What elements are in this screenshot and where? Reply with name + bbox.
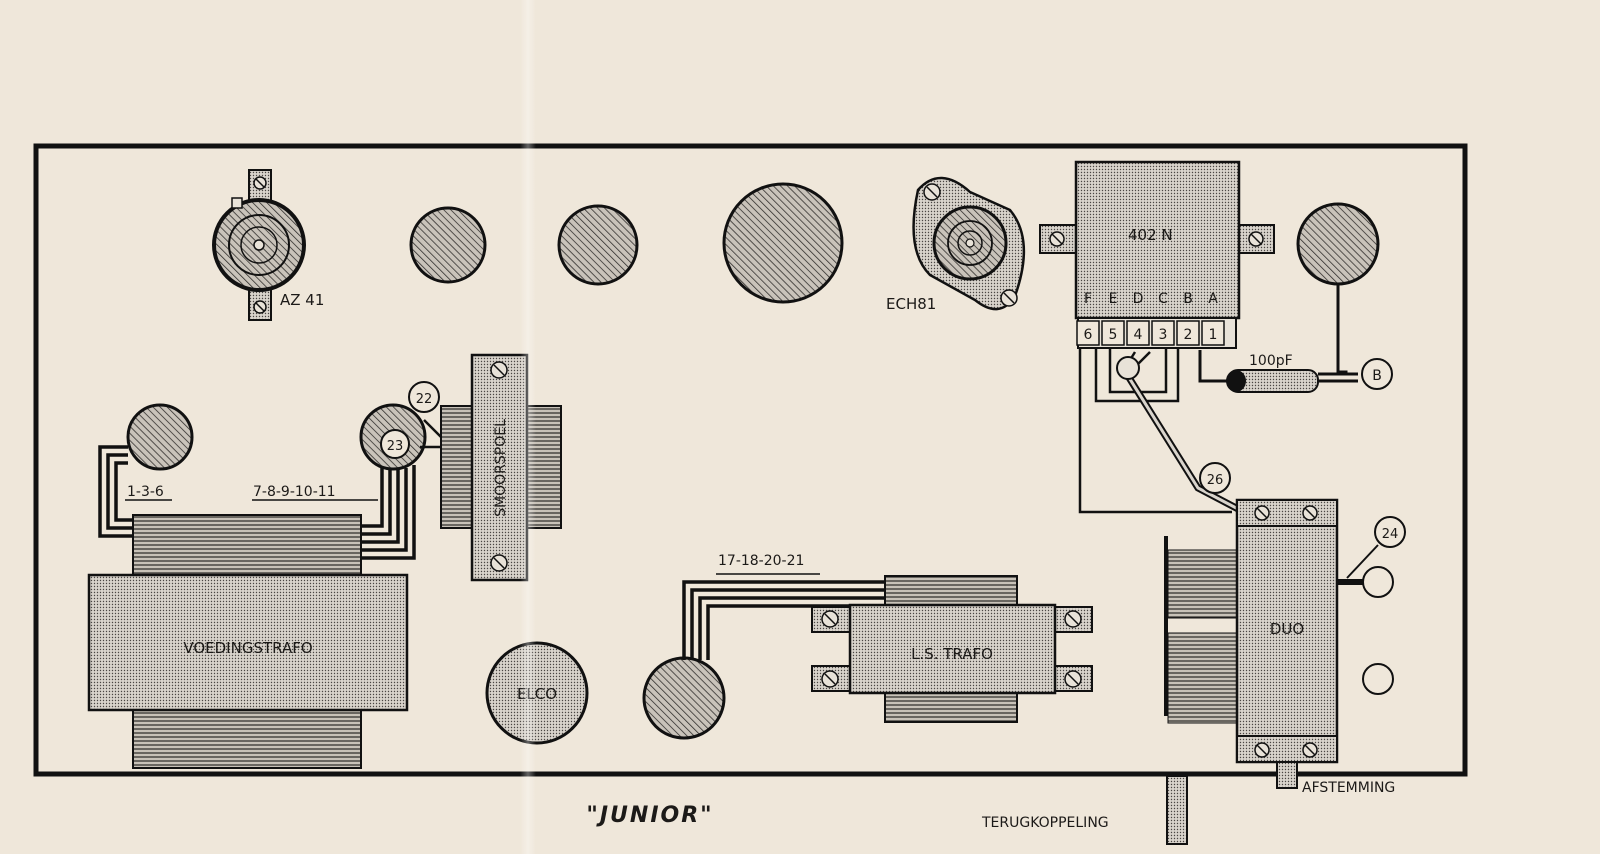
coil-pin-slot bbox=[1126, 320, 1150, 346]
coil-letter: B bbox=[1183, 291, 1193, 307]
capacitor-label: 100pF bbox=[1249, 353, 1293, 369]
wire-bundle-7-11 bbox=[359, 465, 416, 560]
coil-letter: A bbox=[1208, 291, 1218, 307]
coil-letter: F bbox=[1084, 291, 1092, 307]
coil-letter: D bbox=[1133, 291, 1144, 307]
smoothing-choke bbox=[440, 353, 562, 582]
chassis-hole bbox=[126, 403, 194, 471]
chassis-hole bbox=[409, 206, 487, 284]
wire-24-leader bbox=[1346, 544, 1379, 579]
wire-bundle-17-21 bbox=[682, 580, 885, 660]
coil-letter: C bbox=[1158, 291, 1168, 307]
feedback-label: TERUGKOPPELING bbox=[981, 815, 1109, 831]
coil-pin-slot bbox=[1101, 320, 1125, 346]
az41-label: AZ 41 bbox=[280, 291, 324, 309]
wire-number-circle bbox=[380, 429, 410, 459]
duo-variable-capacitor bbox=[1164, 498, 1339, 764]
coil-pin-number: 4 bbox=[1134, 327, 1143, 343]
tuning-label: AFSTEMMING bbox=[1302, 780, 1395, 796]
wire-number-26: 26 bbox=[1207, 473, 1224, 488]
coil-pin-slot bbox=[1201, 320, 1225, 346]
coil-pin-number: 2 bbox=[1184, 327, 1193, 343]
wire-bundle-1-3-6 bbox=[98, 445, 133, 538]
az41-socket bbox=[212, 169, 306, 321]
coil-pin-slot bbox=[1151, 320, 1175, 346]
chassis-outline bbox=[33, 143, 1468, 777]
output-transformer-label: L.S. TRAFO bbox=[911, 645, 993, 663]
output-transformer bbox=[811, 575, 1093, 723]
elco-label: ELCO bbox=[517, 685, 557, 703]
wire-number-22: 22 bbox=[416, 392, 433, 407]
terminal-b-circle bbox=[1361, 358, 1393, 390]
tuning-shaft[interactable] bbox=[1276, 761, 1298, 789]
electrolytic-capacitor bbox=[485, 641, 589, 745]
power-transformer bbox=[87, 514, 409, 769]
ech81-socket bbox=[912, 176, 1026, 311]
diagram-title: "JUNIOR" bbox=[586, 803, 713, 828]
wire-number-circle bbox=[1374, 516, 1406, 548]
wire-junction bbox=[1116, 356, 1140, 380]
coil-pin-number: 5 bbox=[1109, 327, 1118, 343]
wire-group-1-3-6: 1-3-6 bbox=[127, 484, 164, 500]
coil-pin-slot bbox=[1176, 320, 1200, 346]
coil-pin-number: 6 bbox=[1084, 327, 1093, 343]
feedback-shaft[interactable] bbox=[1166, 775, 1188, 845]
wire-number-24: 24 bbox=[1382, 527, 1399, 542]
coil-unit-402n bbox=[1039, 160, 1275, 349]
capacitor-100pf bbox=[1198, 350, 1358, 393]
coil-unit-label: 402 N bbox=[1128, 226, 1173, 244]
wire-number-23: 23 bbox=[387, 439, 404, 454]
wire-group-17-21: 17-18-20-21 bbox=[718, 553, 804, 569]
chassis-hole bbox=[722, 182, 844, 304]
wire-number-circle bbox=[408, 381, 440, 413]
terminal-b-label: B bbox=[1372, 368, 1382, 384]
power-transformer-label: VOEDINGSTRAFO bbox=[183, 639, 312, 657]
chassis-hole bbox=[1296, 202, 1380, 286]
coil-pin-number: 1 bbox=[1209, 327, 1218, 343]
chassis-hole bbox=[557, 204, 639, 286]
duo-label: DUO bbox=[1270, 620, 1304, 638]
coil-pin-number: 3 bbox=[1159, 327, 1168, 343]
chassis-hole bbox=[1362, 663, 1394, 695]
coil-pin-slot bbox=[1076, 320, 1100, 346]
wire-to-b bbox=[1336, 284, 1348, 375]
wire-group-7-11: 7-8-9-10-11 bbox=[253, 484, 336, 500]
chassis-hole bbox=[642, 656, 726, 740]
choke-label: SMOORSPOEL bbox=[493, 419, 509, 517]
chassis-hole bbox=[1362, 566, 1394, 598]
ech81-label: ECH81 bbox=[886, 295, 936, 313]
wire-number-circle bbox=[1199, 462, 1231, 494]
coil-letter: E bbox=[1109, 291, 1118, 307]
